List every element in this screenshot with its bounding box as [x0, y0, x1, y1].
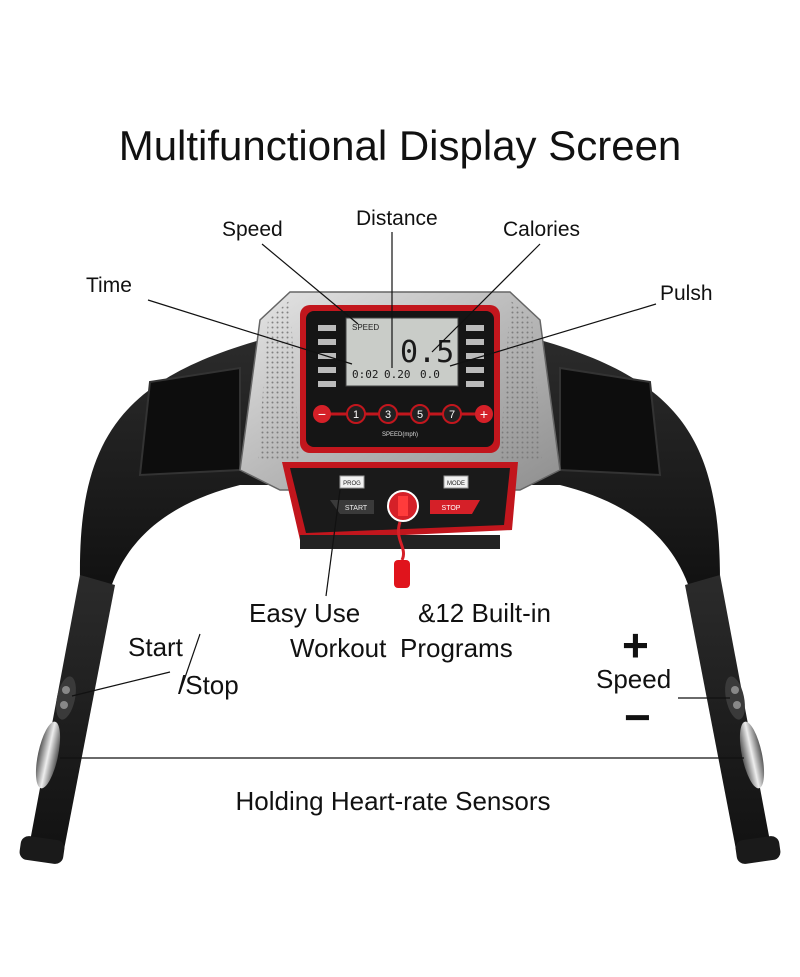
speed-caption: SPEED(mph): [382, 432, 418, 438]
right-heart-rate-sensor[interactable]: [735, 720, 769, 791]
callout-built-in: &12 Built-in: [418, 598, 551, 628]
callout-speed: Speed: [222, 218, 283, 241]
right-tray: [559, 366, 662, 477]
left-upright: [28, 575, 115, 860]
callout-calories: Calories: [503, 218, 581, 241]
speed-preset-5-button[interactable]: 5: [410, 404, 430, 424]
callout-time: Time: [86, 274, 132, 297]
callout-pulse: Pulsh: [660, 282, 713, 305]
svg-text:−: −: [318, 406, 326, 422]
speed-preset-3-button[interactable]: 3: [378, 404, 398, 424]
stop-button[interactable]: STOP: [430, 500, 480, 514]
svg-text:1: 1: [353, 409, 359, 421]
speed-up-button[interactable]: +: [475, 405, 493, 423]
callout-lines: [60, 232, 744, 759]
lcd-distance-value: 0.20: [384, 368, 411, 381]
lcd-speed-tag: SPEED: [352, 323, 379, 332]
svg-text:STOP: STOP: [442, 505, 461, 512]
lcd-speed-value: 0.5: [400, 335, 454, 370]
prog-button[interactable]: PROG: [339, 475, 365, 489]
svg-text:START: START: [345, 505, 368, 512]
lcd-time-value: 0:02: [352, 368, 379, 381]
minus-icon: −: [624, 691, 651, 743]
start-button[interactable]: START: [330, 500, 374, 514]
left-tray: [138, 366, 241, 477]
svg-text:PROG: PROG: [343, 481, 361, 487]
speed-preset-1-button[interactable]: 1: [346, 404, 366, 424]
callout-stop: /Stop: [178, 670, 239, 700]
page-title: Multifunctional Display Screen: [118, 122, 682, 169]
callout-heart-rate-sensors: Holding Heart-rate Sensors: [235, 786, 551, 816]
callout-distance: Distance: [356, 207, 438, 230]
right-upright: [685, 575, 772, 860]
callout-start: Start: [128, 632, 183, 662]
plus-icon: +: [622, 619, 649, 671]
svg-text:MODE: MODE: [447, 481, 465, 487]
svg-text:3: 3: [385, 409, 391, 421]
svg-text:5: 5: [417, 409, 423, 421]
callout-programs: Programs: [400, 633, 513, 663]
speed-down-button[interactable]: −: [313, 405, 331, 423]
lcd-calories-value: 0.0: [420, 368, 440, 381]
callout-speed-side: Speed: [596, 664, 672, 694]
mode-button[interactable]: MODE: [443, 475, 469, 489]
speed-preset-7-button[interactable]: 7: [442, 404, 462, 424]
left-heart-rate-sensor[interactable]: [31, 720, 65, 791]
svg-text:7: 7: [449, 409, 455, 421]
callout-workout: Workout: [290, 633, 387, 663]
program-icons-right: [466, 325, 484, 387]
lcd-screen: [345, 317, 459, 387]
svg-text:+: +: [480, 406, 488, 422]
callout-easy-use: Easy Use: [249, 598, 361, 628]
safety-key[interactable]: [387, 490, 419, 588]
